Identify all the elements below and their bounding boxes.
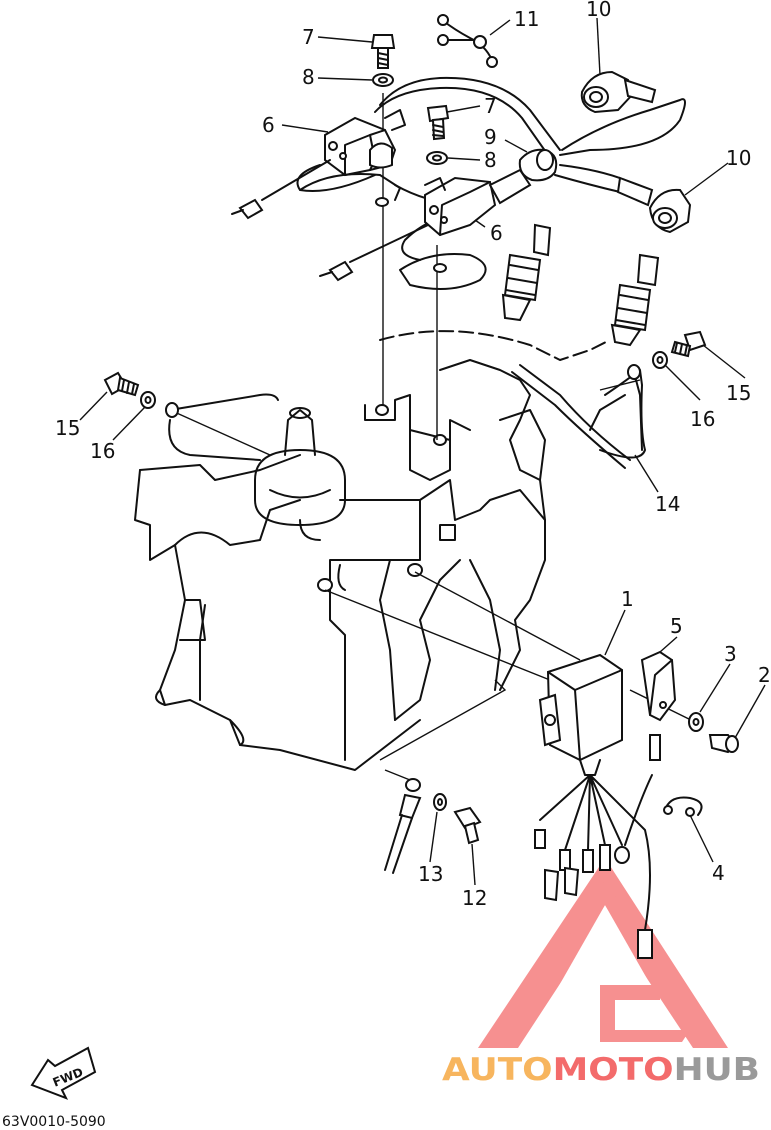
washer-16-right bbox=[652, 351, 668, 369]
callout-13: 13 bbox=[418, 862, 443, 886]
cdi-unit bbox=[534, 653, 661, 959]
bolt-2 bbox=[708, 734, 739, 754]
watermark-auto: AUTO bbox=[442, 1052, 553, 1088]
callout-5: 5 bbox=[670, 614, 683, 638]
callout-6-lower: 6 bbox=[490, 221, 503, 245]
spark-plug-cap-upper bbox=[580, 70, 657, 114]
engine-block-phantom bbox=[134, 330, 611, 771]
callout-3: 3 bbox=[724, 642, 737, 666]
grommet-9 bbox=[518, 148, 558, 182]
bolt-15-left bbox=[103, 371, 140, 397]
lead-wire bbox=[384, 778, 422, 874]
ignition-coil-upper bbox=[231, 109, 406, 220]
washer-16-left bbox=[140, 391, 156, 409]
callout-8-upper: 8 bbox=[302, 65, 315, 89]
watermark-logo bbox=[478, 858, 728, 1048]
clip-4 bbox=[663, 796, 703, 817]
callout-8-lower: 8 bbox=[484, 148, 497, 172]
callout-1: 1 bbox=[621, 587, 634, 611]
washer-3 bbox=[688, 712, 704, 732]
diagram-code: 63V0010-5090 bbox=[2, 1114, 106, 1130]
washer-8-upper bbox=[372, 73, 394, 87]
washer-13 bbox=[433, 793, 447, 811]
fwd-arrow: FWD bbox=[30, 1046, 97, 1100]
bolt-12 bbox=[453, 806, 482, 845]
callout-numbers: 7 8 6 7 8 9 6 11 10 10 15 16 15 16 14 1 … bbox=[55, 0, 771, 910]
callout-16-right: 16 bbox=[690, 407, 715, 431]
wire-harness bbox=[168, 76, 686, 469]
bolt-15-right bbox=[670, 330, 707, 358]
spark-plug-cap-lower bbox=[616, 176, 692, 234]
spark-plugs bbox=[501, 223, 660, 347]
callout-14: 14 bbox=[655, 492, 680, 516]
callout-7-lower: 7 bbox=[484, 94, 497, 118]
callout-leaders bbox=[79, 17, 766, 886]
callout-15-right: 15 bbox=[726, 381, 751, 405]
callout-2: 2 bbox=[758, 663, 771, 687]
bolt-7-upper bbox=[370, 34, 396, 69]
callout-10-upper: 10 bbox=[586, 0, 611, 21]
callout-16-left: 16 bbox=[90, 439, 115, 463]
watermark-moto: MOTO bbox=[553, 1052, 674, 1088]
callout-7-upper: 7 bbox=[302, 25, 315, 49]
ignition-coil-lower bbox=[299, 168, 532, 290]
callout-10-lower: 10 bbox=[726, 146, 751, 170]
clamp-11 bbox=[437, 14, 498, 68]
callout-6-upper: 6 bbox=[262, 113, 275, 137]
callout-4: 4 bbox=[712, 861, 725, 885]
callout-15-left: 15 bbox=[55, 416, 80, 440]
callout-9: 9 bbox=[484, 125, 497, 149]
callout-12: 12 bbox=[462, 886, 487, 910]
washer-8-lower bbox=[426, 151, 448, 165]
callout-11: 11 bbox=[514, 7, 539, 31]
bolt-7-lower bbox=[426, 104, 450, 141]
ground-lead-14 bbox=[165, 364, 643, 451]
watermark-hub: HUB bbox=[674, 1052, 760, 1088]
